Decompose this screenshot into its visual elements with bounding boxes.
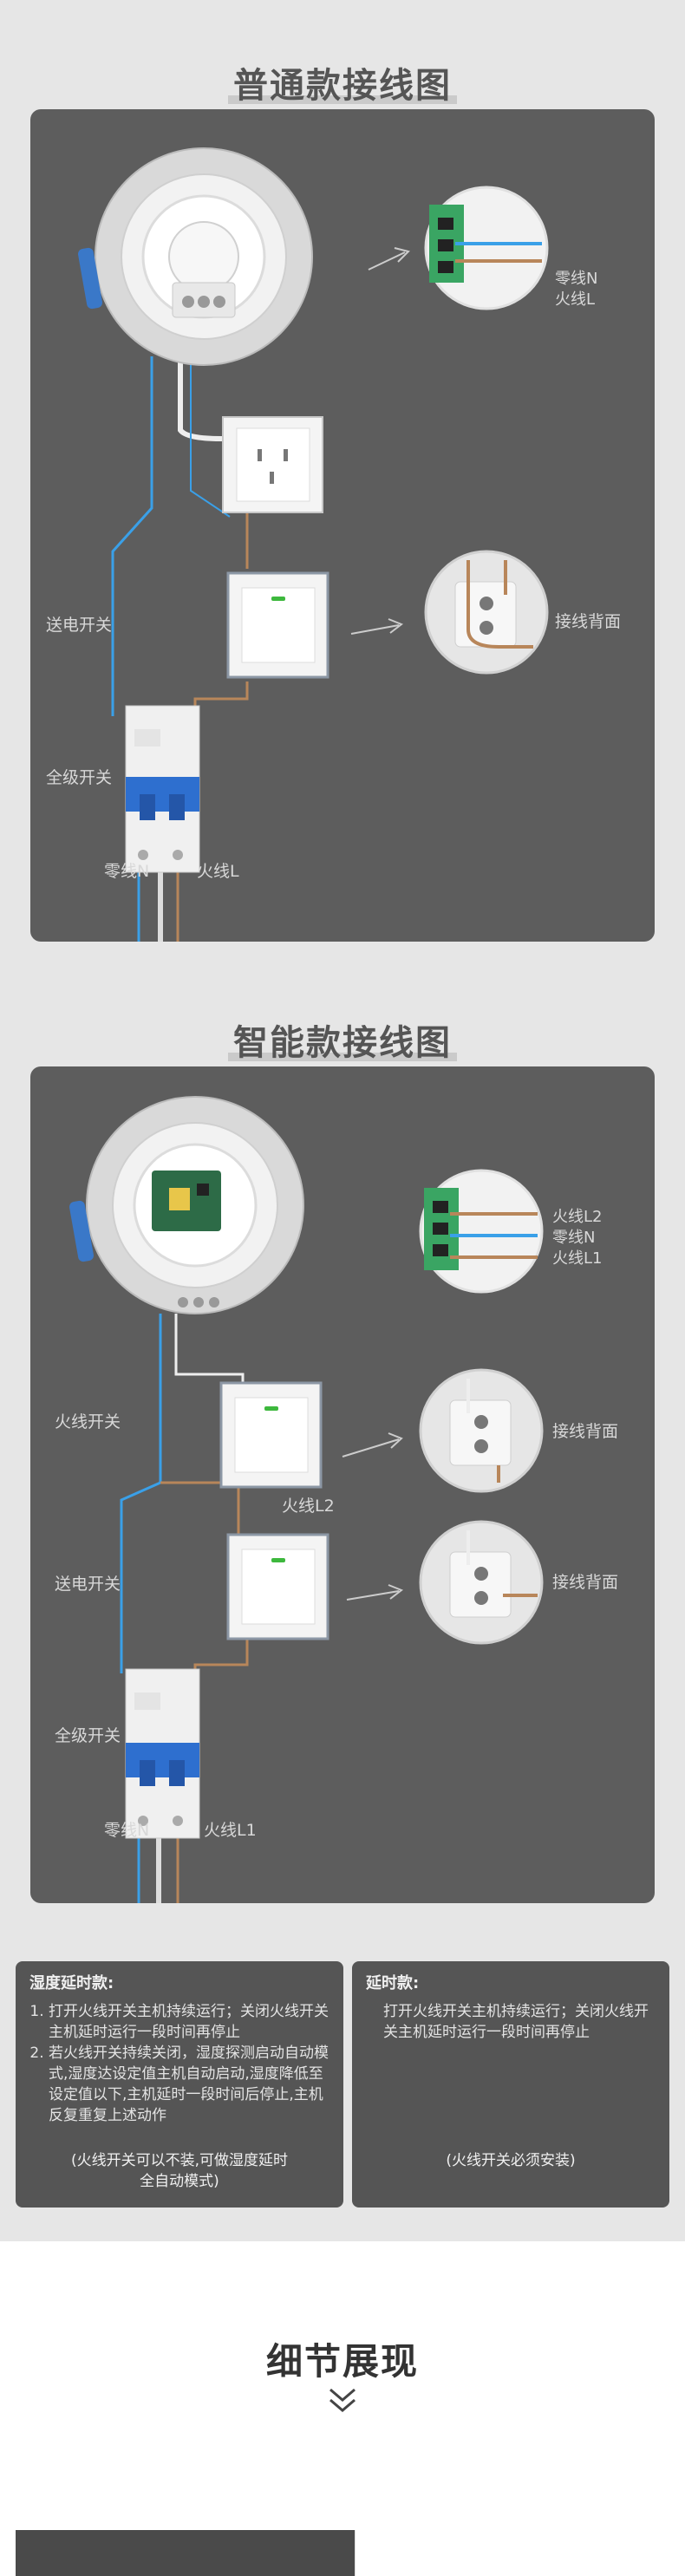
mid-l2-label: 火线L2 [282, 1497, 335, 1516]
live-l2-wire [160, 1481, 240, 1535]
smart-wiring-panel: 火线L2 零线N 火线L1 火线开关 接线背面 火线L2 送电开关 接线背面 全… [30, 1066, 655, 1903]
back-wiring-label: 接线背面 [555, 612, 622, 631]
bottom-neutral-label: 零线N [104, 1821, 150, 1840]
delay-note-title: 延时款: [366, 1974, 420, 1992]
main-breaker-label: 全级开关 [55, 1726, 121, 1745]
bottom-live-label: 火线L [197, 862, 239, 881]
live-label: 火线L [555, 290, 596, 309]
normal-wiring-title: 普通款接线图 [0, 57, 685, 108]
smart-wiring-diagram [69, 1096, 544, 1903]
terminal-zoom-top [424, 186, 549, 310]
arrow-icon [350, 624, 400, 635]
wall-socket [222, 416, 323, 513]
arrow-icon [346, 1590, 400, 1601]
detail-image-strip [16, 2530, 685, 2576]
fan-power-cable [178, 343, 273, 441]
live-switch-label: 火线开关 [55, 1412, 121, 1431]
neutral-wire [111, 356, 153, 716]
main-breaker-label: 全级开关 [46, 768, 113, 787]
humidity-note-list: 打开火线开关主机持续运行；关闭火线开关主机延时运行一段时间再停止 若火线开关持续… [31, 2001, 329, 2126]
detail-image-right [355, 2530, 685, 2576]
terminal-zoom-top [419, 1169, 544, 1294]
detail-title: 细节展现 [265, 2340, 419, 2383]
bottom-live-label: 火线L1 [204, 1821, 257, 1840]
power-switch-label: 送电开关 [55, 1575, 121, 1594]
main-breaker-device [125, 1668, 200, 1839]
exhaust-fan [78, 147, 313, 366]
power-switch-device [226, 1533, 329, 1640]
humidity-delay-note: 湿度延时款: 打开火线开关主机持续运行；关闭火线开关主机延时运行一段时间再停止 … [16, 1961, 343, 2208]
arrow-icon [342, 1438, 400, 1458]
back-wiring-label-1: 接线背面 [552, 1422, 619, 1441]
back-wiring-label-2: 接线背面 [552, 1573, 619, 1592]
switch-back-zoom-2 [419, 1520, 544, 1645]
neutral-label: 零线N [555, 270, 598, 288]
delay-note: 延时款: 打开火线开关主机持续运行；关闭火线开关主机延时运行一段时间再停止 (火… [352, 1961, 669, 2208]
switch-back-zoom-1 [419, 1368, 544, 1493]
power-switch-device [226, 571, 329, 679]
humidity-note-item-2: 若火线开关持续关闭，湿度探测启动自动模式,湿度达设定值主机自动启动,湿度降低至设… [49, 2043, 329, 2126]
smart-wiring-title: 智能款接线图 [0, 1014, 685, 1065]
screwdriver-icon [78, 247, 102, 310]
screwdriver-icon [69, 1200, 94, 1262]
detail-section [0, 2241, 685, 2576]
delay-note-text: 打开火线开关主机持续运行；关闭火线开关主机延时运行一段时间再停止 [383, 2003, 649, 2041]
live-switch-device [219, 1381, 323, 1489]
neutral-wire [120, 1314, 162, 1673]
terminal-l2-label: 火线L2 [552, 1208, 603, 1226]
humidity-note-item-1: 打开火线开关主机持续运行；关闭火线开关主机延时运行一段时间再停止 [49, 2001, 329, 2043]
power-switch-label: 送电开关 [46, 616, 113, 635]
double-chevron-down-icon [329, 2388, 356, 2412]
main-breaker-device [125, 705, 200, 873]
socket-neutral-wire [190, 356, 231, 518]
normal-wiring-panel: 零线N 火线L 送电开关 接线背面 全级开关 零线N 火线L [30, 109, 655, 942]
delay-note-footer: (火线开关必须安装) [446, 2152, 576, 2169]
humidity-note-title: 湿度延时款: [29, 1974, 114, 1992]
normal-wiring-diagram [78, 147, 549, 942]
terminal-l1-label: 火线L1 [552, 1249, 603, 1268]
arrow-icon [368, 251, 406, 271]
humidity-note-footer: (火线开关可以不装,可做湿度延时全自动模式) [70, 2152, 289, 2190]
switch-back-zoom [424, 550, 549, 675]
terminal-n-label: 零线N [552, 1229, 596, 1247]
switch-cable [174, 1314, 245, 1387]
bottom-neutral-label: 零线N [104, 862, 150, 881]
smart-exhaust-fan [69, 1096, 304, 1314]
live-l1-wire [193, 1639, 249, 1678]
